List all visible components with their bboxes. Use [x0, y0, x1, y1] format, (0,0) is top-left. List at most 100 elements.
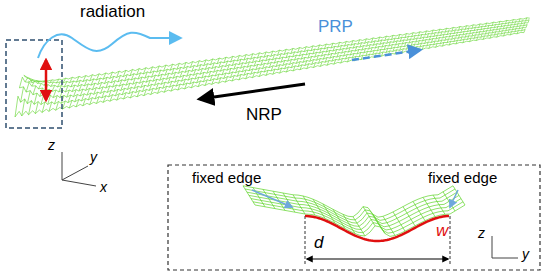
- mesh-bond: [36, 86, 39, 89]
- mesh-bond: [199, 61, 202, 62]
- mesh-bond: [241, 59, 244, 61]
- mesh-bond: [337, 49, 340, 51]
- mesh-bond: [125, 75, 128, 81]
- mesh-bond: [363, 207, 375, 226]
- mesh-bond: [162, 91, 165, 92]
- mesh-bond: [496, 31, 499, 32]
- mesh-bond: [473, 24, 476, 26]
- mesh-bond: [343, 58, 346, 60]
- mesh-bond: [163, 82, 166, 88]
- mesh-bond: [324, 64, 327, 66]
- mesh-bond: [208, 64, 211, 65]
- mesh-bond: [211, 71, 214, 73]
- mesh-bond: [314, 63, 316, 68]
- mesh-bond: [384, 42, 387, 44]
- mesh-bond: [253, 68, 256, 70]
- mesh-bond: [433, 195, 445, 214]
- mesh-bond: [117, 94, 120, 101]
- mesh-bond: [437, 43, 440, 44]
- mesh-bond: [241, 74, 244, 76]
- mesh-bond: [105, 91, 108, 92]
- mesh-bond: [368, 51, 371, 53]
- mesh-bond: [143, 68, 146, 74]
- mesh-bond: [338, 62, 341, 64]
- mesh-bond: [242, 66, 244, 71]
- mesh-bond: [195, 85, 198, 87]
- mesh-bond: [476, 37, 477, 41]
- mesh-bond: [366, 51, 368, 55]
- dimension-arrow: [307, 258, 448, 259]
- mesh-bond: [179, 63, 182, 64]
- mesh-bond: [353, 44, 355, 49]
- mesh-bond: [195, 73, 197, 79]
- mesh-bond: [483, 28, 484, 32]
- mesh-bond: [259, 56, 261, 61]
- mesh-bond: [65, 85, 68, 91]
- mesh-bond: [180, 84, 183, 85]
- mesh-bond: [432, 30, 434, 34]
- mesh-bond: [425, 39, 427, 43]
- mesh-bond: [229, 64, 232, 66]
- mesh-bond: [375, 44, 377, 48]
- mesh-bond: [346, 41, 349, 43]
- mesh-bond: [516, 21, 519, 22]
- mesh-bond: [110, 86, 113, 87]
- mesh-bond: [223, 81, 226, 83]
- mesh-bond: [142, 77, 145, 78]
- mesh-bond: [150, 80, 153, 81]
- mesh-bond: [269, 62, 271, 67]
- mesh-bond: [228, 76, 231, 78]
- mesh-bond: [64, 81, 67, 87]
- mesh-bond: [118, 75, 121, 81]
- mesh-bond: [469, 27, 472, 29]
- mesh-bond: [404, 39, 407, 41]
- mesh-bond: [297, 55, 300, 57]
- mesh-bond: [355, 46, 357, 51]
- mesh-bond: [193, 62, 196, 63]
- mesh-bond: [393, 38, 395, 42]
- mesh-bond: [382, 43, 384, 47]
- mesh-bond: [319, 48, 321, 53]
- mesh-bond: [373, 50, 375, 54]
- mesh-bond: [467, 41, 470, 42]
- mesh-bond: [223, 65, 226, 67]
- mesh-bond: [255, 72, 258, 74]
- mesh-bond: [377, 46, 379, 50]
- mesh-bond: [98, 92, 101, 93]
- mesh-bond: [325, 57, 327, 62]
- mesh-bond: [130, 92, 133, 98]
- mesh-bond: [366, 48, 369, 50]
- mesh-bond: [487, 25, 488, 29]
- mesh-bond: [324, 44, 326, 49]
- mesh-bond: [378, 37, 380, 41]
- mesh-bond: [344, 41, 346, 46]
- mesh-bond: [39, 110, 42, 112]
- mesh-bond: [440, 40, 442, 44]
- mesh-bond: [67, 90, 70, 97]
- mesh-bond: [248, 58, 251, 60]
- mesh-bond: [53, 90, 56, 98]
- mesh-bond: [99, 74, 102, 75]
- mesh-bond: [78, 94, 81, 96]
- mesh-bond: [358, 40, 360, 45]
- mesh-bond: [142, 85, 145, 91]
- mesh-bond: [305, 57, 308, 59]
- mesh-bond: [234, 64, 236, 70]
- mesh-bond: [449, 33, 451, 37]
- mesh-bond: [121, 84, 124, 90]
- mesh-bond: [312, 56, 315, 58]
- mesh-bond: [383, 51, 386, 53]
- mesh-bond: [443, 34, 445, 38]
- mesh-bond: [401, 46, 404, 48]
- mesh-bond: [297, 69, 300, 71]
- mesh-bond: [76, 90, 79, 91]
- mesh-bond: [463, 39, 465, 43]
- mesh-bond: [74, 81, 77, 82]
- mesh-bond: [332, 53, 335, 55]
- mesh-bond: [252, 72, 254, 77]
- mesh-bond: [49, 89, 52, 91]
- mesh-bond: [227, 65, 229, 71]
- mesh-bond: [347, 57, 349, 62]
- mesh-bond: [444, 42, 447, 43]
- mesh-bond: [298, 58, 301, 60]
